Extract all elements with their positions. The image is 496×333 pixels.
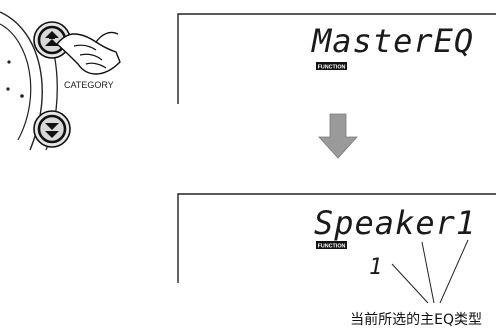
function-badge bbox=[316, 241, 347, 249]
annotation-caption: 当前所选的主EQ类型 bbox=[350, 312, 482, 328]
lcd-value-text: 1 bbox=[369, 255, 382, 280]
dial-dot bbox=[6, 87, 10, 91]
lcd-frame bbox=[177, 13, 496, 104]
dial-inner-ring bbox=[0, 23, 32, 141]
category-up-button[interactable] bbox=[33, 21, 71, 59]
category-down-button[interactable] bbox=[33, 110, 71, 148]
dial-dot bbox=[7, 60, 11, 64]
double-chevron-down-icon bbox=[45, 123, 59, 138]
annotation-leaders bbox=[391, 239, 469, 304]
function-badge-label: FUNCTION bbox=[318, 244, 346, 250]
lcd-display-bottom: Speaker1 FUNCTION 1 bbox=[177, 193, 496, 283]
lcd-display-top: MasterEQ FUNCTION bbox=[177, 13, 496, 104]
lcd-frame bbox=[177, 193, 496, 283]
category-label: CATEGORY bbox=[64, 80, 114, 90]
down-arrow-icon bbox=[318, 113, 358, 159]
function-badge bbox=[316, 62, 347, 70]
pointing-hand-icon bbox=[56, 31, 121, 75]
dial-dot bbox=[20, 94, 24, 98]
lcd-main-text: MasterEQ bbox=[311, 22, 474, 60]
lcd-main-text: Speaker1 bbox=[314, 204, 476, 242]
function-badge-label: FUNCTION bbox=[318, 65, 346, 71]
control-panel: CATEGORY bbox=[0, 11, 121, 151]
double-chevron-up-icon bbox=[45, 31, 59, 46]
